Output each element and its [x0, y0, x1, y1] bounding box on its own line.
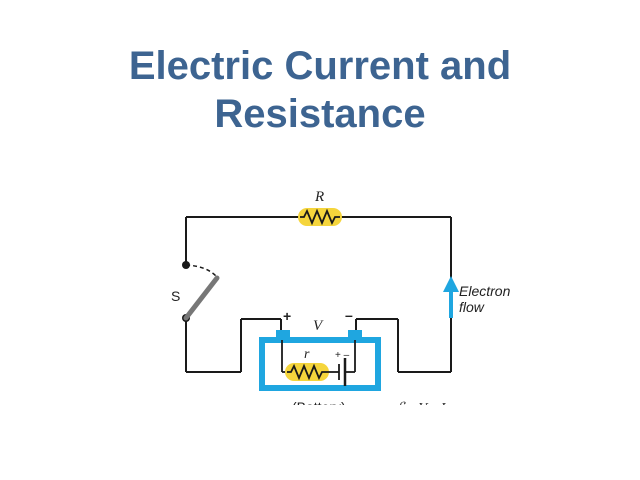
battery — [259, 330, 381, 391]
equation-label: ℰ – V – Ir — [396, 401, 451, 416]
slide-title-line-2: Resistance — [214, 92, 426, 136]
voltage-label: V — [313, 318, 324, 334]
cell-polarity-label: + – — [335, 350, 350, 361]
slide-title-line-1: Electric Current and — [128, 44, 512, 88]
terminal-minus-label: – — [345, 307, 353, 323]
switch — [182, 261, 220, 322]
terminal-plus-label: + — [283, 308, 291, 324]
battery-label: (Battery) — [292, 399, 346, 415]
circuit-wires — [185, 216, 452, 373]
electron-flow-label-line-2: flow — [459, 299, 485, 315]
electron-flow-arrow — [443, 276, 459, 318]
electron-flow-label-line-1: Electron — [459, 283, 511, 299]
resistor-r — [298, 208, 342, 226]
internal-resistance-label: r — [304, 347, 310, 362]
switch-label: S — [171, 288, 180, 304]
slide-title: Electric Current and Resistance — [0, 42, 640, 138]
resistor-r-label: R — [314, 189, 324, 205]
